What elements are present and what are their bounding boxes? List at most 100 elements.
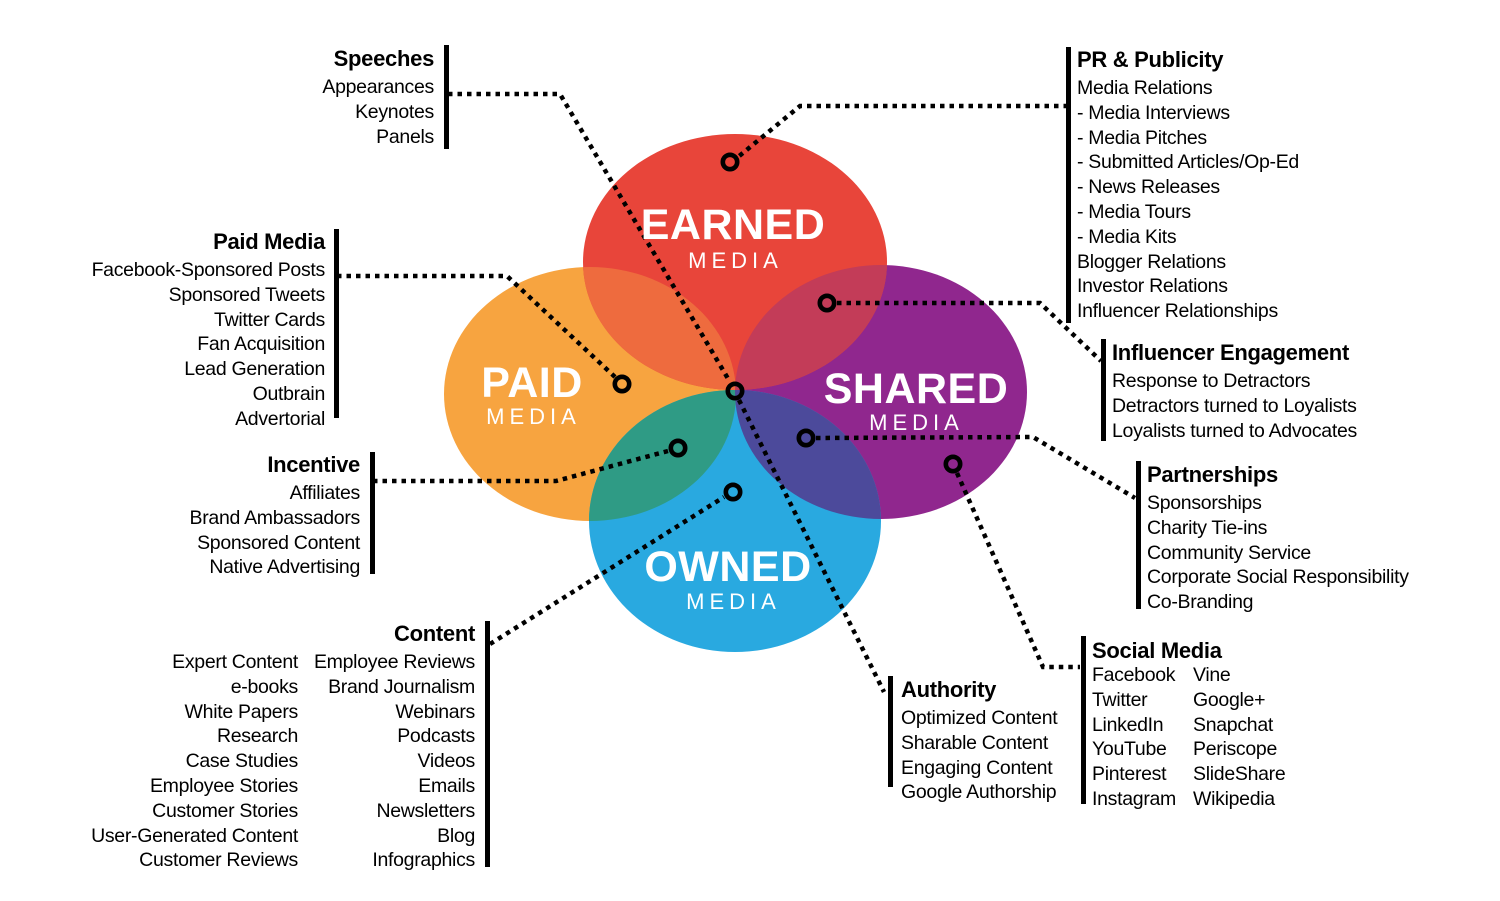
partnerships-title: Partnerships xyxy=(1147,462,1278,487)
shared-sublabel: MEDIA xyxy=(869,410,964,435)
content-title: Content xyxy=(394,621,475,646)
earned-paid-overlap xyxy=(583,267,736,390)
pr-publicity-title: PR & Publicity xyxy=(1077,47,1224,72)
node-center xyxy=(725,381,745,401)
influencer-rule xyxy=(1101,339,1106,441)
callout-content-col2: Employee Reviews Brand Journalism Webina… xyxy=(314,650,475,873)
pr-publicity-item: Investor Relations xyxy=(1077,275,1228,298)
partnerships-item: Co-Branding xyxy=(1147,591,1254,614)
content-item: Videos xyxy=(417,750,476,773)
speeches-item: Appearances xyxy=(322,76,434,98)
social-media-item: Facebook xyxy=(1092,664,1176,686)
content-connector xyxy=(488,495,726,646)
callout-paid-media: Paid Media Facebook-Sponsored Posts Spon… xyxy=(91,228,326,432)
pr-publicity-rule xyxy=(1066,47,1071,323)
social-media-title: Social Media xyxy=(1092,638,1222,663)
callout-incentive: Incentive Affiliates Brand Ambassadors S… xyxy=(190,451,361,580)
incentive-item: Affiliates xyxy=(289,482,361,504)
node-paid-owned xyxy=(668,438,688,458)
authority-item: Google Authorship xyxy=(901,781,1057,804)
callout-content-col1: Expert Content e-books White Papers Rese… xyxy=(91,650,298,873)
social-media-connector xyxy=(954,472,1080,670)
partnerships-item: Sponsorships xyxy=(1147,492,1262,514)
pr-publicity-item: - Media Interviews xyxy=(1077,101,1230,124)
callout-authority: Authority Optimized Content Sharable Con… xyxy=(901,676,1058,805)
authority-rule xyxy=(888,676,893,787)
earned-shared-overlap xyxy=(735,265,887,390)
callout-social-media-col2: Vine Google+ Snapchat Periscope SlideSha… xyxy=(1193,663,1286,812)
callout-partnerships: Partnerships Sponsorships Charity Tie-in… xyxy=(1147,461,1409,615)
content-item: Podcasts xyxy=(397,725,475,748)
influencer-title: Influencer Engagement xyxy=(1112,340,1349,365)
incentive-connector xyxy=(373,448,669,484)
earned-sublabel: MEDIA xyxy=(688,248,783,273)
social-media-item: Pinterest xyxy=(1092,763,1167,786)
authority-item: Optimized Content xyxy=(901,707,1058,729)
pr-publicity-item: - News Releases xyxy=(1077,176,1220,199)
node-earned-shared xyxy=(817,293,837,313)
speeches-item: Keynotes xyxy=(355,100,434,123)
paid-media-connector xyxy=(337,273,617,379)
content-item: Emails xyxy=(418,774,475,797)
influencer-item: Detractors turned to Loyalists xyxy=(1112,394,1357,417)
pr-publicity-item: - Media Tours xyxy=(1077,200,1191,223)
callout-influencer-engagement: Influencer Engagement Response to Detrac… xyxy=(1112,339,1357,443)
social-media-item: Twitter xyxy=(1092,688,1148,711)
content-item: Webinars xyxy=(395,700,475,723)
social-media-item: SlideShare xyxy=(1193,763,1286,786)
callout-speeches: Speeches Appearances Keynotes Panels xyxy=(322,45,434,149)
authority-item: Sharable Content xyxy=(901,731,1048,754)
shared-owned-overlap xyxy=(735,390,881,519)
content-item: White Papers xyxy=(184,700,299,723)
callout-pr-publicity: PR & Publicity Media Relations - Media I… xyxy=(1077,46,1299,324)
pr-publicity-item: Blogger Relations xyxy=(1077,250,1226,273)
social-media-item: Wikipedia xyxy=(1193,787,1275,810)
partnerships-rule xyxy=(1136,461,1141,609)
social-media-item: Instagram xyxy=(1092,787,1177,810)
node-markers xyxy=(612,152,963,502)
speeches-connector xyxy=(448,91,732,384)
node-earned xyxy=(720,152,740,172)
content-item: e-books xyxy=(230,675,299,698)
influencer-item: Loyalists turned to Advocates xyxy=(1112,419,1357,442)
node-shared xyxy=(943,454,963,474)
node-shared-owned xyxy=(796,428,816,448)
node-owned xyxy=(723,482,743,502)
content-item: Case Studies xyxy=(185,750,299,773)
content-item: Newsletters xyxy=(376,799,475,822)
paid-media-item: Facebook-Sponsored Posts xyxy=(91,259,326,281)
incentive-title: Incentive xyxy=(267,452,360,477)
content-item: Customer Reviews xyxy=(139,849,298,872)
content-item: Research xyxy=(216,725,298,748)
partnerships-item: Corporate Social Responsibility xyxy=(1147,566,1409,589)
owned-label: OWNED xyxy=(644,543,812,591)
paid-label: PAID xyxy=(481,359,583,407)
partnerships-connector xyxy=(815,434,1137,500)
content-item: Employee Stories xyxy=(149,774,298,797)
pr-publicity-connector xyxy=(736,103,1068,159)
pr-publicity-item: - Submitted Articles/Op-Ed xyxy=(1077,151,1299,174)
content-item: Expert Content xyxy=(172,651,298,673)
content-item: Employee Reviews xyxy=(313,651,475,673)
content-item: Blog xyxy=(437,824,475,847)
social-media-item: YouTube xyxy=(1092,738,1167,761)
paid-media-item: Fan Acquisition xyxy=(197,333,325,356)
shared-label: SHARED xyxy=(823,365,1009,413)
pr-publicity-item: - Media Pitches xyxy=(1077,126,1207,149)
speeches-item: Panels xyxy=(376,125,434,148)
pr-publicity-item: - Media Kits xyxy=(1077,225,1177,248)
callout-content-title: Content xyxy=(394,620,475,650)
paid-sublabel: MEDIA xyxy=(486,404,581,429)
social-media-item: Periscope xyxy=(1193,738,1278,761)
social-media-item: LinkedIn xyxy=(1092,713,1164,736)
social-media-item: Vine xyxy=(1193,664,1231,686)
paid-media-item: Outbrain xyxy=(252,382,326,405)
callout-social-media-title: Social Media xyxy=(1092,637,1222,667)
authority-title: Authority xyxy=(901,677,997,702)
pr-publicity-item: Media Relations xyxy=(1077,77,1213,99)
influencer-item: Response to Detractors xyxy=(1112,370,1311,392)
speeches-rule xyxy=(444,45,449,149)
content-item: Brand Journalism xyxy=(328,675,475,698)
social-media-item: Google+ xyxy=(1193,688,1266,711)
